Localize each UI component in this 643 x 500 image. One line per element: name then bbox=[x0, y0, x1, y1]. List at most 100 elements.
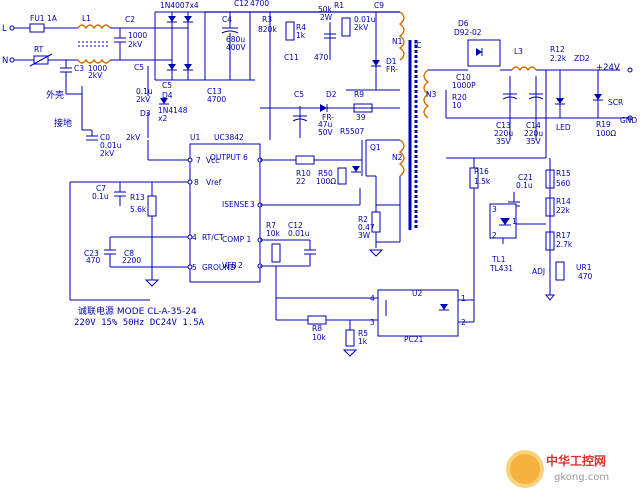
svg-text:Q1: Q1 bbox=[370, 143, 381, 152]
svg-text:220u: 220u bbox=[524, 129, 543, 138]
svg-text:470: 470 bbox=[86, 256, 101, 265]
svg-text:GROUND: GROUND bbox=[202, 263, 236, 272]
svg-text:R7: R7 bbox=[266, 221, 276, 230]
svg-text:R16: R16 bbox=[474, 167, 489, 176]
svg-text:5: 5 bbox=[192, 263, 197, 272]
svg-text:R19: R19 bbox=[596, 120, 611, 129]
label-gnd: GND bbox=[620, 116, 637, 125]
svg-text:UC3842: UC3842 bbox=[214, 133, 244, 142]
svg-text:RT/CT: RT/CT bbox=[202, 233, 224, 242]
svg-text:50k: 50k bbox=[318, 5, 333, 14]
svg-text:2kV: 2kV bbox=[136, 95, 151, 104]
svg-text:IC: IC bbox=[414, 41, 421, 50]
svg-text:0.1u: 0.1u bbox=[136, 87, 153, 96]
svg-text:L3: L3 bbox=[514, 47, 523, 56]
svg-text:C13: C13 bbox=[496, 121, 511, 130]
svg-text:R5: R5 bbox=[358, 329, 368, 338]
svg-text:470: 470 bbox=[314, 53, 329, 62]
svg-text:2kV: 2kV bbox=[100, 149, 115, 158]
svg-text:1k: 1k bbox=[296, 31, 306, 40]
drive-sense: R10 22 R50 100Ω R5507 Q1 R2 0.47 3W R7 1… bbox=[260, 127, 401, 320]
svg-text:R4: R4 bbox=[296, 23, 306, 32]
snubber: R3 820k R4 1k C11 470 50k 2W R1 C9 0.01u… bbox=[258, 1, 400, 91]
svg-text:4700: 4700 bbox=[207, 95, 226, 104]
inductor-l1-top bbox=[77, 24, 111, 30]
watermark-brand: 中华工控网 bbox=[546, 454, 607, 468]
svg-text:0.1u: 0.1u bbox=[516, 181, 533, 190]
svg-text:220u: 220u bbox=[494, 129, 513, 138]
svg-text:10: 10 bbox=[452, 101, 462, 110]
svg-text:R5507: R5507 bbox=[340, 127, 365, 136]
svg-text:0.01u: 0.01u bbox=[354, 15, 376, 24]
svg-text:R10: R10 bbox=[296, 169, 311, 178]
svg-text:1000P: 1000P bbox=[452, 81, 476, 90]
svg-text:C3: C3 bbox=[74, 64, 84, 73]
svg-text:x2: x2 bbox=[158, 114, 167, 123]
label-bridge: 1N4007x4 bbox=[160, 1, 199, 10]
controller-uc3842: U1 UC3842 7 Vcc OUTPUT 6 8 Vref 4 RT/CT … bbox=[187, 133, 263, 283]
svg-text:D6: D6 bbox=[458, 19, 469, 28]
svg-text:FR-: FR- bbox=[386, 65, 398, 74]
svg-text:3W: 3W bbox=[358, 231, 371, 240]
svg-text:R17: R17 bbox=[556, 231, 571, 240]
svg-text:R12: R12 bbox=[550, 45, 565, 54]
label-rt: RT bbox=[34, 45, 44, 54]
svg-text:22: 22 bbox=[296, 177, 306, 186]
svg-text:5.6k: 5.6k bbox=[130, 205, 147, 214]
svg-text:35V: 35V bbox=[526, 137, 542, 146]
svg-text:R2: R2 bbox=[358, 215, 368, 224]
svg-text:D2: D2 bbox=[326, 90, 337, 99]
svg-text:R1: R1 bbox=[334, 1, 344, 10]
svg-text:1k: 1k bbox=[358, 337, 368, 346]
svg-text:C5: C5 bbox=[162, 81, 172, 90]
svg-text:U2: U2 bbox=[412, 289, 422, 298]
model-caption-line1: 诚联电源 MODE CL-A-35-24 bbox=[78, 307, 197, 317]
svg-text:C13: C13 bbox=[207, 87, 222, 96]
svg-text:C12: C12 bbox=[288, 221, 303, 230]
svg-text:2200: 2200 bbox=[122, 256, 141, 265]
svg-text:22k: 22k bbox=[556, 206, 571, 215]
svg-text:2kV: 2kV bbox=[128, 40, 143, 49]
svg-text:ZD2: ZD2 bbox=[574, 54, 590, 63]
svg-text:7: 7 bbox=[196, 156, 201, 165]
inductor-l1-bottom bbox=[77, 58, 111, 64]
svg-text:1000: 1000 bbox=[88, 64, 107, 73]
svg-text:1: 1 bbox=[461, 294, 466, 303]
svg-text:R8: R8 bbox=[312, 324, 322, 333]
label-out-pos: +24V bbox=[596, 63, 620, 73]
svg-text:35V: 35V bbox=[496, 137, 512, 146]
secondary-output: D6 D92-02 C10 1000P R20 10 L3 R12 2.2k Z… bbox=[428, 19, 637, 159]
svg-text:1: 1 bbox=[512, 217, 517, 226]
svg-text:LED: LED bbox=[556, 123, 571, 132]
svg-text:680u: 680u bbox=[226, 35, 245, 44]
svg-text:R13: R13 bbox=[130, 193, 145, 202]
svg-text:C8: C8 bbox=[124, 249, 134, 258]
svg-text:N3: N3 bbox=[426, 90, 437, 99]
label-fu1: FU1 1A bbox=[30, 14, 58, 23]
ac-input: L N FU1 1A RT L1 C2 1000 2kV C3 1000 2kV bbox=[2, 14, 155, 158]
svg-text:Vref: Vref bbox=[206, 178, 222, 187]
svg-text:4: 4 bbox=[192, 233, 197, 242]
svg-text:100Ω: 100Ω bbox=[316, 177, 336, 186]
svg-text:10k: 10k bbox=[266, 229, 281, 238]
transformer: N1 N2 N3 IC bbox=[392, 11, 437, 230]
optocoupler-u2: R8 10k R5 1k U2 PC21 4 3 1 2 bbox=[276, 289, 466, 357]
svg-text:COMP 1: COMP 1 bbox=[222, 235, 252, 244]
svg-text:2: 2 bbox=[492, 231, 497, 240]
label-earth: 接地 bbox=[54, 117, 72, 129]
svg-text:C11: C11 bbox=[284, 53, 299, 62]
svg-text:50V: 50V bbox=[318, 128, 334, 137]
ic-u2-body bbox=[377, 289, 459, 337]
svg-text:R9: R9 bbox=[354, 90, 364, 99]
svg-text:0.01u: 0.01u bbox=[100, 141, 122, 150]
label-c2: C2 bbox=[125, 15, 135, 24]
svg-text:C14: C14 bbox=[526, 121, 541, 130]
svg-text:ISENSE: ISENSE bbox=[222, 200, 249, 209]
svg-text:FR-: FR- bbox=[322, 113, 334, 122]
svg-text:2.7k: 2.7k bbox=[556, 240, 573, 249]
svg-text:2kV: 2kV bbox=[126, 133, 141, 142]
svg-text:U1: U1 bbox=[190, 133, 200, 142]
svg-text:Vcc: Vcc bbox=[206, 156, 219, 165]
svg-text:3: 3 bbox=[250, 200, 255, 209]
